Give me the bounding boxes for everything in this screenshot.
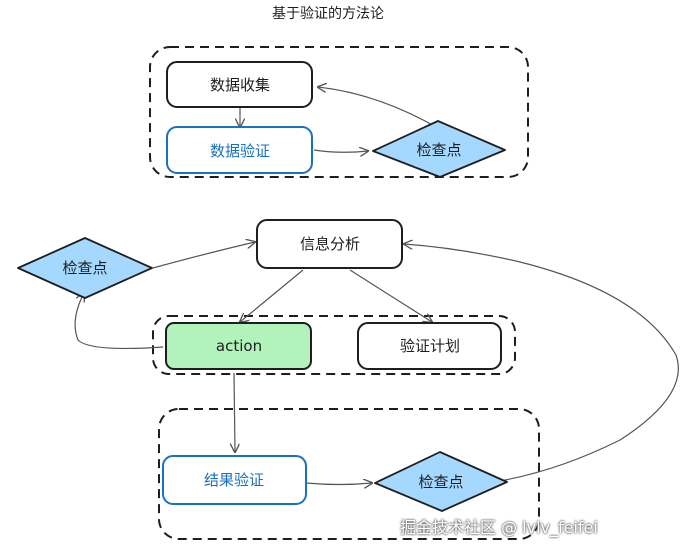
edge-validate-check1 bbox=[313, 150, 368, 152]
node-data-collect-label: 数据收集 bbox=[210, 76, 270, 94]
node-result-validate: 结果验证 bbox=[162, 455, 307, 505]
node-action-label: action bbox=[216, 337, 262, 355]
edge-check3-analysis bbox=[404, 244, 679, 482]
node-validation-plan: 验证计划 bbox=[357, 322, 502, 370]
node-action: action bbox=[165, 322, 312, 370]
node-checkpoint-1-label: 检查点 bbox=[416, 141, 461, 159]
node-data-validate-label: 数据验证 bbox=[210, 142, 270, 160]
edge-analysis-plan bbox=[349, 269, 432, 322]
node-info-analysis: 信息分析 bbox=[256, 219, 403, 269]
node-checkpoint-2-label: 检查点 bbox=[62, 259, 107, 277]
node-checkpoint-3-label: 检查点 bbox=[418, 473, 463, 491]
edge-result-check3 bbox=[305, 483, 372, 485]
node-checkpoint-1: 检查点 bbox=[372, 120, 506, 178]
edge-analysis-action bbox=[240, 269, 304, 322]
node-result-validate-label: 结果验证 bbox=[204, 471, 264, 489]
diagram-title: 基于验证的方法论 bbox=[272, 5, 384, 22]
edge-action-result bbox=[234, 372, 235, 452]
node-checkpoint-2: 检查点 bbox=[17, 237, 153, 299]
node-validation-plan-label: 验证计划 bbox=[400, 337, 460, 355]
node-info-analysis-label: 信息分析 bbox=[300, 235, 360, 253]
edge-action-check2 bbox=[74, 293, 164, 350]
node-data-collect: 数据收集 bbox=[166, 61, 313, 108]
node-checkpoint-3: 检查点 bbox=[374, 451, 508, 512]
group-result-container bbox=[158, 408, 540, 540]
watermark-text: 掘金技术社区 @ lvlv_feifei bbox=[400, 518, 598, 537]
edge-check2-analysis bbox=[152, 242, 255, 269]
node-data-validate: 数据验证 bbox=[166, 126, 313, 174]
group-action-container bbox=[152, 315, 516, 375]
group-data-container bbox=[149, 46, 529, 178]
